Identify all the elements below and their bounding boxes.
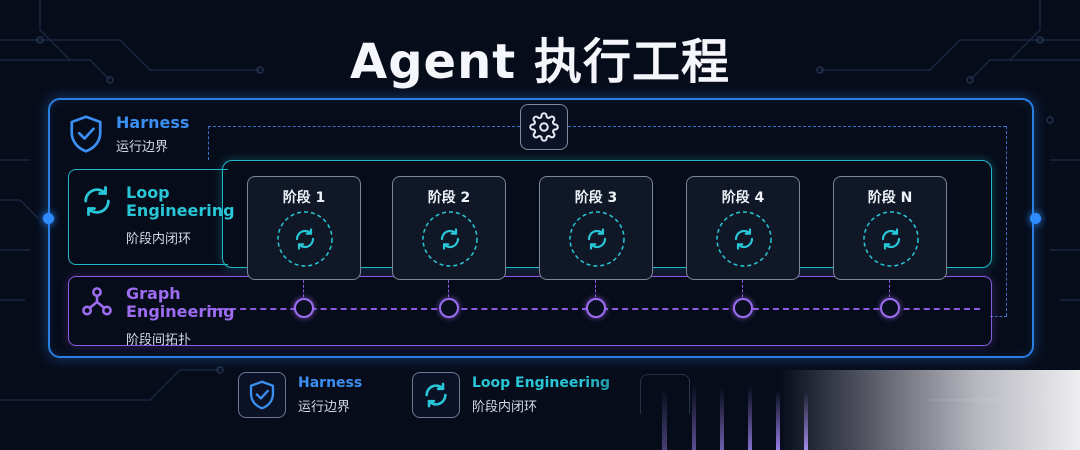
stage-card-2[interactable]: 阶段 2 [392,176,506,280]
graph-node[interactable] [733,298,753,318]
stage-loop-icon [277,211,333,267]
graph-engineering-label: Graph Engineering 阶段间拓扑 [80,285,235,348]
stage-connector [448,280,449,302]
stage-connector [889,280,890,302]
harness-subtitle: 运行边界 [116,140,169,155]
control-path-left [208,126,209,160]
stage-card-n[interactable]: 阶段 N [833,176,947,280]
stage-loop-icon [863,211,919,267]
graph-title-line1: Graph [126,284,181,303]
legend-subtitle: 阶段内闭环 [472,400,538,415]
stage-card-1[interactable]: 阶段 1 [247,176,361,280]
graph-nodes-icon [82,287,112,316]
refresh-cycle-icon [425,382,447,408]
harness-frame [48,98,1034,358]
graph-node[interactable] [439,298,459,318]
shield-check-icon [249,380,275,410]
legend-icon-box [238,372,286,418]
shield-check-icon [70,115,102,153]
stage-loop-icon [716,211,772,267]
stage-label: 阶段 N [867,190,913,206]
stage-loop-icon [422,211,478,267]
legend-item-loop: Loop Engineering 阶段内闭环 [412,372,610,418]
graph-node[interactable] [294,298,314,318]
stage-label: 阶段 4 [721,190,765,206]
harness-title: Harness [116,113,190,132]
control-path-bottom [990,316,1007,317]
stage-card-3[interactable]: 阶段 3 [539,176,653,280]
stage-connector [742,280,743,302]
control-path-right [1006,126,1007,316]
graph-node[interactable] [586,298,606,318]
stage-label: 阶段 3 [574,190,618,206]
legend-title: Harness [298,375,363,391]
graph-subtitle: 阶段间拓扑 [126,333,192,348]
refresh-cycle-icon [84,186,110,216]
stage-card-4[interactable]: 阶段 4 [686,176,800,280]
control-path-top-right [568,126,1006,127]
stage-label: 阶段 1 [282,190,326,206]
gear-icon [529,112,559,142]
settings-control[interactable] [520,104,568,150]
glow-overlay [580,370,1080,450]
stage-loop-icon [569,211,625,267]
harness-left-connector [43,213,54,224]
loop-title-line1: Loop [126,183,170,202]
legend-item-harness: Harness 运行边界 [238,372,362,418]
legend-title: Loop Engineering [472,375,611,391]
loop-title-line2: Engineering [126,201,235,220]
stage-connector [595,280,596,302]
legend-icon-box [412,372,460,418]
legend-subtitle: 运行边界 [298,400,351,415]
harness-right-connector [1030,213,1041,224]
loop-subtitle: 阶段内闭环 [126,232,192,247]
page-title: Agent 执行工程 [350,34,730,90]
stage-connector [303,280,304,302]
graph-title-line2: Engineering [126,302,235,321]
stage-label: 阶段 2 [427,190,471,206]
control-path-top-left [208,126,520,127]
loop-engineering-label: Loop Engineering 阶段内闭环 [80,184,235,247]
harness-label: Harness 运行边界 [68,114,189,155]
graph-engineering-frame [68,276,992,346]
loop-label-box [68,169,228,265]
graph-node[interactable] [880,298,900,318]
